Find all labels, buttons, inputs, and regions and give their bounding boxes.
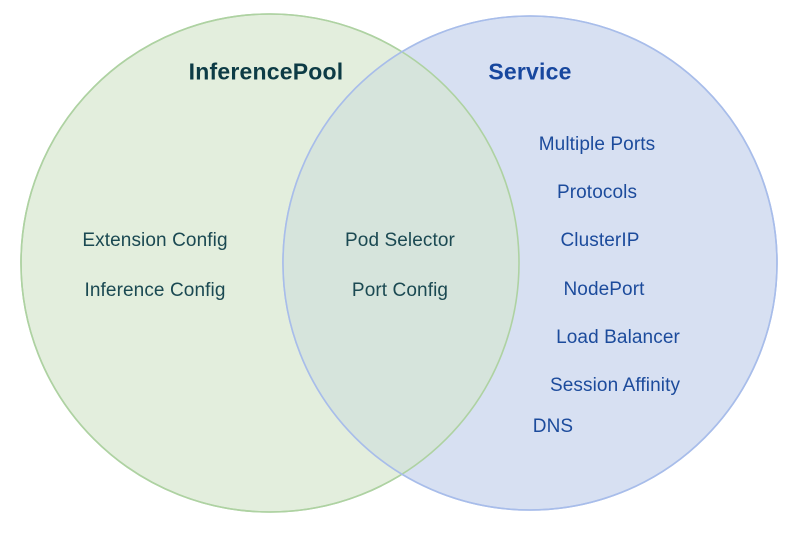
left-circle-outline — [20, 13, 520, 513]
intersection-region — [283, 16, 519, 510]
right-circle-item: DNS — [532, 416, 574, 437]
intersection-item: Port Config — [351, 280, 449, 301]
right-circle-outline — [282, 15, 778, 511]
left-circle-title: InferencePool — [188, 58, 344, 85]
right-circle-item: NodePort — [563, 279, 645, 300]
right-circle-item: ClusterIP — [560, 230, 640, 251]
left-circle-item: Extension Config — [82, 230, 228, 251]
right-circle-item: Multiple Ports — [538, 134, 656, 155]
right-circle-title: Service — [488, 58, 572, 85]
right-circle-item: Protocols — [556, 182, 638, 203]
left-circle-item: Inference Config — [84, 280, 226, 301]
right-circle-item: Session Affinity — [549, 375, 681, 396]
intersection-item: Pod Selector — [345, 230, 455, 251]
right-circle-item: Load Balancer — [556, 327, 680, 348]
